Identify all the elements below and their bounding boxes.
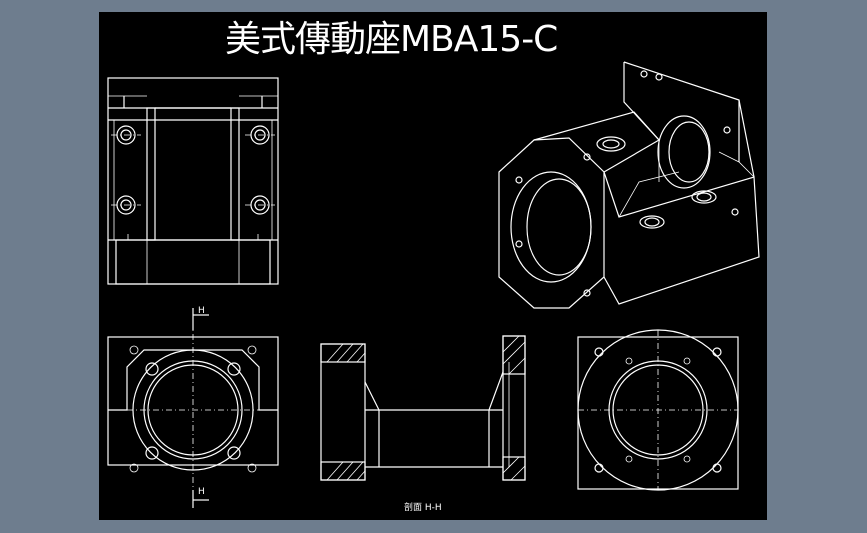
drawing-sheet [99,12,767,520]
section-marker-bottom: H [198,487,205,497]
top-view [107,77,279,285]
drawing-title: 美式傳動座MBA15-C [225,19,558,60]
section-marker-top: H [198,306,205,316]
section-caption: 剖面 H-H [404,503,442,513]
front-view [107,308,279,508]
section-view [320,335,526,481]
section-hatching [326,335,526,481]
isometric-view [498,61,760,309]
cad-drawing [107,61,760,508]
side-view [577,329,739,491]
